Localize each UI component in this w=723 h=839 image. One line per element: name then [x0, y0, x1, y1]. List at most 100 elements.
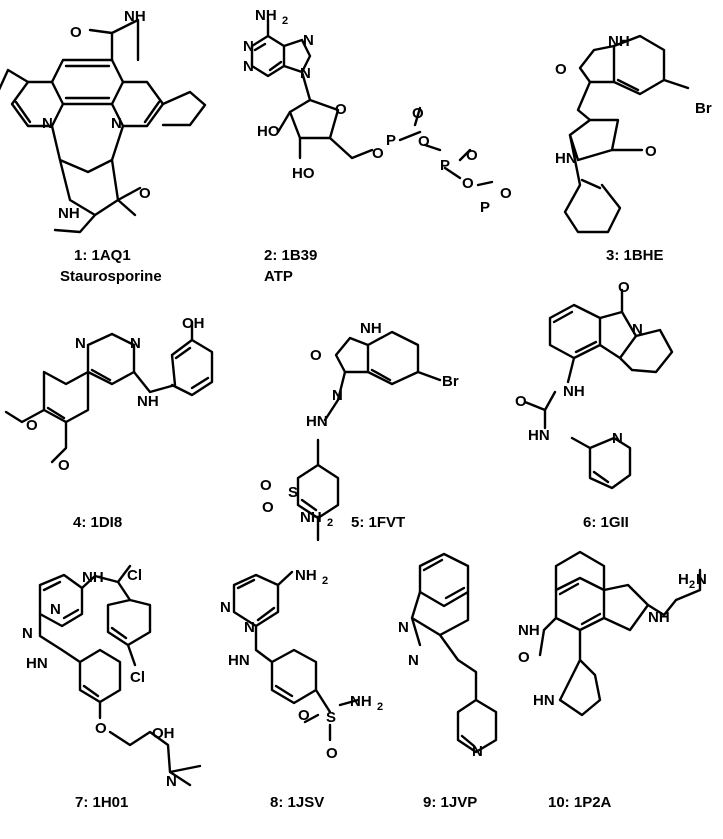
atom-label: N — [612, 430, 623, 447]
atom-label: N — [408, 652, 419, 669]
atom-label: Br — [442, 373, 459, 390]
atom-label: HO — [292, 165, 315, 182]
structure-1gii — [523, 288, 674, 490]
atom-label: H — [678, 571, 689, 588]
atom-label: P — [480, 199, 490, 216]
atom-label: N — [243, 58, 254, 75]
atom-label: HN — [26, 655, 48, 672]
atom-label: 2 — [322, 575, 328, 587]
atom-label: O — [26, 417, 38, 434]
atom-label: O — [262, 499, 274, 516]
structure-1h01 — [38, 564, 202, 787]
atom-label: N — [243, 38, 254, 55]
atom-label: NH — [608, 33, 630, 50]
atom-label: N — [22, 625, 33, 642]
atom-label: O — [555, 61, 567, 78]
atom-label: 2 — [327, 517, 333, 529]
atom-label: N — [632, 321, 643, 338]
compound-caption: 10: 1P2A — [548, 794, 612, 811]
atom-label: NH — [137, 393, 159, 410]
structure-atp — [250, 18, 494, 187]
atom-label: N — [50, 601, 61, 618]
atom-label: HN — [228, 652, 250, 669]
structure-1fvt — [296, 330, 442, 542]
atom-label: N — [220, 599, 231, 616]
atom-label: O — [466, 147, 478, 164]
compound-caption: 3: 1BHE — [606, 247, 664, 264]
atom-label: NH — [563, 383, 585, 400]
compound-caption: 1: 1AQ1 — [74, 247, 131, 264]
atom-label: NH — [58, 205, 80, 222]
structure-1di8 — [4, 320, 214, 464]
atom-label: NH — [82, 569, 104, 586]
compound-caption: 8: 1JSV — [270, 794, 324, 811]
atom-label: NH — [295, 567, 317, 584]
atom-label: N — [42, 115, 53, 132]
atom-label: N — [166, 773, 177, 790]
atom-label: N — [303, 32, 314, 49]
atom-label: Br — [695, 100, 712, 117]
structure-1bhe — [563, 34, 690, 234]
atom-label: NH — [360, 320, 382, 337]
atom-label: O — [298, 707, 310, 724]
atom-label: P — [440, 157, 450, 174]
atom-label: N — [111, 115, 122, 132]
atom-label: O — [412, 105, 424, 122]
atom-label: 2 — [689, 579, 695, 591]
compound-name: Staurosporine — [60, 268, 162, 285]
structure-1jsv — [232, 570, 360, 742]
compound-caption: 4: 1DI8 — [73, 514, 122, 531]
atom-label: O — [515, 393, 527, 410]
atom-label: O — [645, 143, 657, 160]
atom-label: NH — [350, 693, 372, 710]
atom-label: HO — [257, 123, 280, 140]
structure-1jvp — [410, 552, 498, 754]
atom-label: N — [472, 743, 483, 760]
compound-caption: 2: 1B39 — [264, 247, 317, 264]
atom-label: 2 — [377, 701, 383, 713]
atom-label: O — [500, 185, 512, 202]
atom-label: P — [386, 132, 396, 149]
compound-caption: 5: 1FVT — [351, 514, 405, 531]
atom-label: O — [139, 185, 151, 202]
atom-label: O — [618, 279, 630, 296]
atom-label: HN — [306, 413, 328, 430]
atom-label: N — [244, 619, 255, 636]
atom-label: O — [95, 720, 107, 737]
atom-label: O — [335, 101, 347, 118]
atom-label: Cl — [127, 567, 142, 584]
atom-label: HN — [555, 150, 577, 167]
atom-label: HN — [533, 692, 555, 709]
atom-label: S — [326, 709, 336, 726]
atom-label: NH — [300, 509, 322, 526]
atom-label: O — [372, 145, 384, 162]
atom-label: N — [300, 65, 311, 82]
atom-label: N — [75, 335, 86, 352]
atom-label: N — [696, 571, 707, 588]
atom-label: S — [288, 484, 298, 501]
atom-label: OH — [182, 315, 205, 332]
atom-label: N — [130, 335, 141, 352]
atom-label: O — [462, 175, 474, 192]
atom-label: N — [398, 619, 409, 636]
atom-label: OH — [152, 725, 175, 742]
compound-caption: 6: 1GII — [583, 514, 629, 531]
atom-label: NH — [255, 7, 277, 24]
atom-label: O — [310, 347, 322, 364]
atom-label: O — [326, 745, 338, 762]
atom-label: Cl — [130, 669, 145, 686]
atom-label: O — [260, 477, 272, 494]
atom-label: O — [518, 649, 530, 666]
structure-staurosporine — [0, 18, 207, 234]
atom-label: O — [418, 133, 430, 150]
atom-label: N — [332, 387, 343, 404]
atom-label: 2 — [282, 15, 288, 27]
compound-caption: 7: 1H01 — [75, 794, 128, 811]
atom-label: NH — [124, 8, 146, 25]
atom-label: HN — [528, 427, 550, 444]
compound-caption: 9: 1JVP — [423, 794, 477, 811]
atom-label: O — [58, 457, 70, 474]
atom-label: NH — [648, 609, 670, 626]
compound-name: ATP — [264, 268, 293, 285]
